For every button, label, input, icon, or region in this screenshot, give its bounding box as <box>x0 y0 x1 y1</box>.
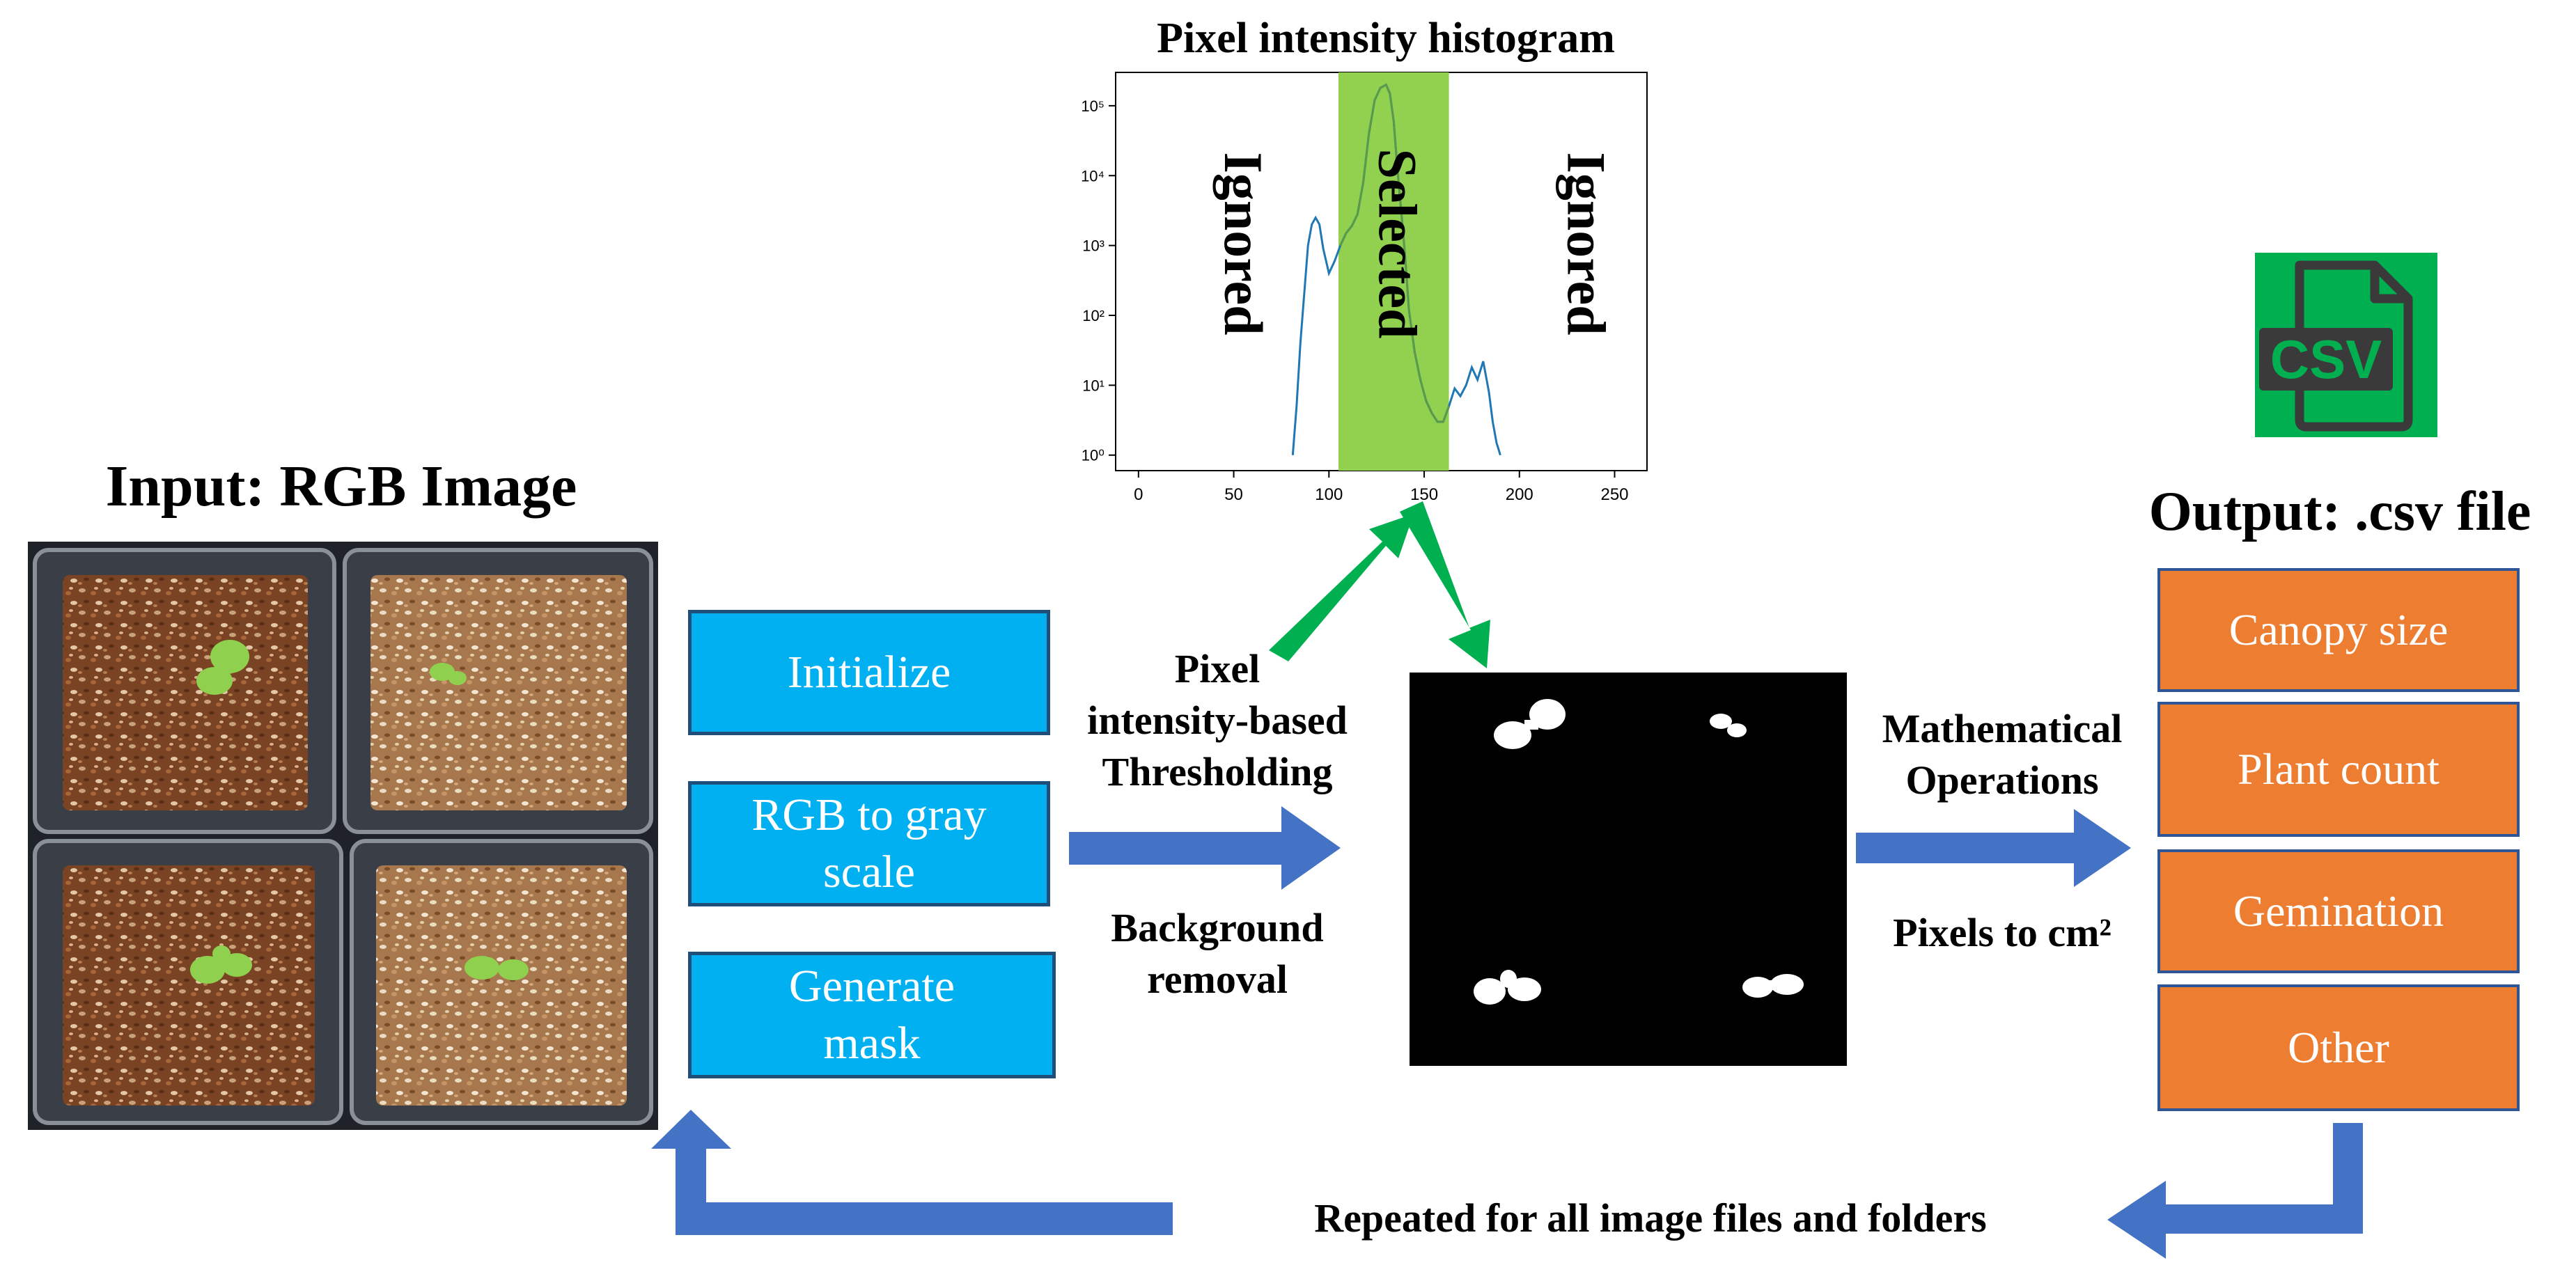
x-tick-label: 250 <box>1600 485 1628 504</box>
step-initialize: Initialize <box>688 610 1050 735</box>
x-tick-label: 100 <box>1315 485 1343 504</box>
output-plant-count-label: Plant count <box>2238 744 2440 794</box>
selected-band <box>1338 72 1449 471</box>
arrow-from-histogram <box>1400 501 1490 668</box>
math-operations-label: Mathematical Operations <box>1882 706 2123 803</box>
output-canopy-size: Canopy size <box>2157 568 2520 692</box>
step-initialize-label: Initialize <box>787 646 951 698</box>
histogram-chart: 0 50 100 150 200 250 10⁰ 10¹ 10² 10³ 10⁴ 10⁵ Ignore… <box>1081 72 1648 504</box>
output-canopy-size-label: Canopy size <box>2228 605 2449 654</box>
arrow-to-output <box>1856 809 2131 887</box>
loop-arrow-left <box>651 1110 1173 1235</box>
x-tick-label: 200 <box>1506 485 1533 504</box>
region-label-selected: Selected <box>1368 149 1428 339</box>
pot-top-right <box>343 548 653 834</box>
arrow-to-histogram <box>1269 514 1414 661</box>
y-tick-label: 10⁴ <box>1081 167 1104 184</box>
x-tick-label: 0 <box>1134 485 1143 504</box>
output-other-label: Other <box>2288 1023 2389 1072</box>
threshold-label: Pixel intensity-based Thresholding <box>1087 646 1348 795</box>
output-plant-count: Plant count <box>2157 702 2520 837</box>
histogram-line-selected <box>1339 83 1450 423</box>
pixels-to-cm-label: Pixels to cm² <box>1893 910 2111 955</box>
mask-leaf-shapes <box>1474 699 1804 1005</box>
csv-file-icon: CSV <box>2255 253 2437 437</box>
step-rgb-to-gray: RGB to gray scale <box>688 781 1050 906</box>
rgb-input-image <box>28 542 658 1130</box>
loop-label: Repeated for all image files and folders <box>1314 1195 1987 1241</box>
pot-top-left <box>33 548 336 834</box>
pot-bottom-right <box>350 839 653 1125</box>
x-tick-label: 50 <box>1224 485 1243 504</box>
region-label-ignored: Ignored <box>1556 152 1616 336</box>
histogram-title: Pixel intensity histogram <box>1157 15 1615 62</box>
x-tick-label: 150 <box>1410 485 1438 504</box>
step-rgb-to-gray-label: RGB to gray scale <box>751 789 987 898</box>
y-tick-label: 10² <box>1082 307 1104 324</box>
y-tick-label: 10⁰ <box>1082 447 1104 464</box>
arrow-to-mask <box>1069 806 1341 890</box>
step-generate-mask-label: Generate mask <box>788 960 955 1069</box>
csv-icon-label: CSV <box>2270 329 2382 390</box>
binary-mask-image <box>1410 673 1847 1066</box>
y-tick-label: 10⁵ <box>1081 97 1104 115</box>
step-generate-mask: Generate mask <box>688 952 1056 1078</box>
pot-bottom-left <box>33 839 343 1125</box>
output-other: Other <box>2157 984 2520 1111</box>
seedling <box>190 640 529 984</box>
region-label-ignored: Ignored <box>1213 152 1274 336</box>
y-tick-label: 10³ <box>1082 237 1104 255</box>
y-tick-label: 10¹ <box>1082 377 1104 394</box>
output-germination-label: Gemination <box>2233 886 2444 936</box>
output-germination: Gemination <box>2157 849 2520 973</box>
loop-arrow-right <box>2107 1123 2363 1259</box>
input-title: Input: RGB Image <box>105 454 577 519</box>
background-removal-label: Background removal <box>1111 905 1324 1003</box>
output-title: Output: .csv file <box>2148 481 2531 542</box>
